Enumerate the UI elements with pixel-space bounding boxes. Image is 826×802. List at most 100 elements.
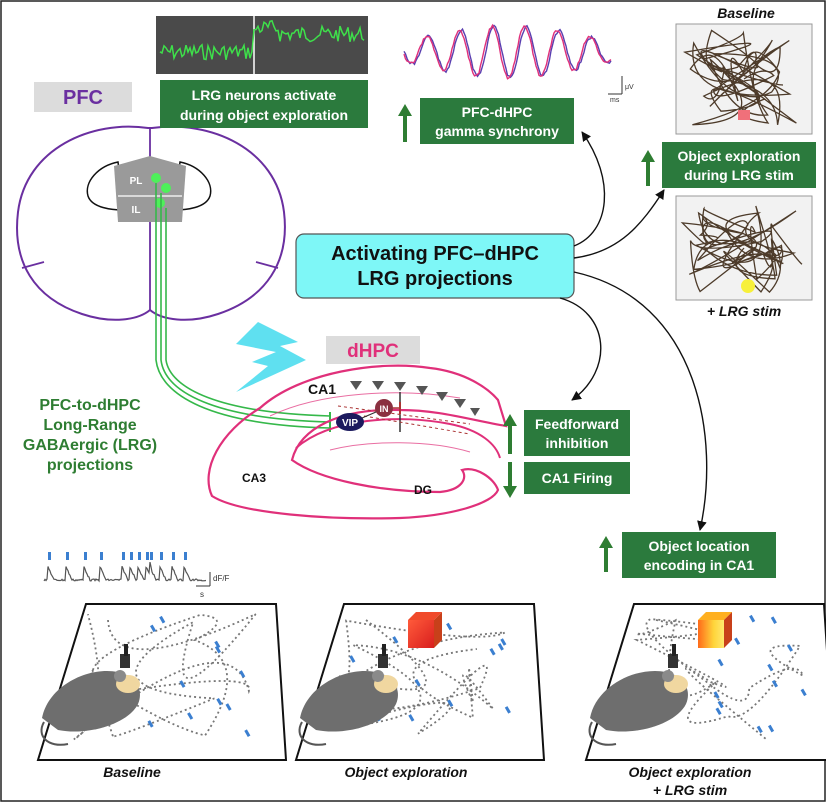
- hippocampus-outline: [207, 364, 508, 520]
- spike-mark: [244, 729, 251, 737]
- panel-object-label: Object exploration: [345, 764, 468, 780]
- spike-tick: [184, 552, 187, 560]
- spike-tick: [172, 552, 175, 560]
- spike-mark: [770, 616, 777, 624]
- spike-tick: [48, 552, 51, 560]
- spike-mark: [786, 644, 793, 652]
- mouse-icon: [40, 644, 140, 746]
- spike-tick: [150, 552, 153, 560]
- vip-label: VIP: [342, 418, 358, 429]
- spike-tick: [122, 552, 125, 560]
- lrg-projection-fibers: [155, 183, 331, 432]
- uv-unit: μV: [625, 84, 634, 91]
- spike-mark: [214, 645, 221, 654]
- svg-text:gamma synchrony: gamma synchrony: [435, 123, 559, 139]
- svg-text:encoding in CA1: encoding in CA1: [644, 557, 755, 573]
- spike-tick: [146, 552, 149, 560]
- ca1-firing-box: CA1 Firing: [503, 462, 630, 498]
- lightning-bolt-icon: [236, 322, 306, 392]
- stim-object: [741, 279, 755, 293]
- pfc-outline: [16, 125, 286, 321]
- in-label: IN: [380, 404, 389, 414]
- il-label: IL: [132, 205, 141, 216]
- gamma-lfp-trace: μV ms: [403, 23, 634, 104]
- gamma-box: PFC-dHPC gamma synchrony: [398, 98, 574, 144]
- dg-label: DG: [414, 483, 432, 497]
- svg-text:CA1 Firing: CA1 Firing: [542, 470, 613, 486]
- central-box: Activating PFC–dHPC LRG projections: [295, 233, 575, 299]
- spike-mark: [349, 655, 356, 663]
- spike-mark: [489, 648, 496, 656]
- svg-text:Feedforward: Feedforward: [535, 416, 619, 432]
- spike-mark: [414, 679, 421, 687]
- spike-mark: [717, 700, 724, 709]
- ms-unit: ms: [610, 97, 620, 104]
- bottom-arena-object: [294, 603, 546, 761]
- svg-text:PFC-dHPC: PFC-dHPC: [462, 104, 533, 120]
- central-line1: Activating PFC–dHPC: [331, 243, 539, 265]
- spike-mark: [159, 615, 166, 624]
- spike-mark: [187, 712, 194, 720]
- ca3-label: CA3: [242, 471, 266, 485]
- spike-tick: [160, 552, 163, 560]
- lrg-stim-top-label: + LRG stim: [707, 303, 781, 319]
- spike-mark: [771, 680, 778, 688]
- stim-arena: + LRG stim: [675, 195, 813, 319]
- spike-mark: [149, 624, 157, 633]
- spike-mark: [447, 699, 454, 708]
- pl-il-region: [114, 156, 186, 222]
- vip-interneuron: [336, 413, 364, 431]
- ca1-label: CA1: [308, 381, 336, 397]
- flow-arrows: [559, 131, 708, 531]
- pyramidal-cells: [350, 381, 480, 416]
- location-box: Object location encoding in CA1: [599, 532, 776, 578]
- spike-mark: [408, 714, 415, 722]
- spike-mark: [225, 703, 232, 711]
- spike-mark: [500, 638, 507, 646]
- svg-text:s: s: [200, 590, 204, 599]
- svg-text:dF/F: dF/F: [213, 574, 230, 583]
- object-block-icon: [408, 612, 442, 648]
- spike-mark: [504, 706, 511, 714]
- pfc-section: PFC PL IL: [16, 82, 286, 321]
- dhpc-section: dHPC CA1 CA3 DG VIP IN: [207, 336, 508, 520]
- mouse-icon: [298, 644, 398, 746]
- pfc-label: PFC: [63, 87, 103, 109]
- exploration-stim-box: Object exploration during LRG stim: [641, 142, 816, 188]
- spike-mark: [214, 640, 221, 649]
- down-arrow-icon: [503, 462, 517, 498]
- spike-mark: [767, 724, 775, 733]
- spike-mark: [734, 637, 741, 646]
- panel-object-stim-label: Object exploration: [629, 764, 752, 780]
- spike-mark: [713, 691, 720, 699]
- dhpc-label-bg: [326, 336, 420, 364]
- central-line2: LRG projections: [357, 268, 513, 290]
- lrg-activate-line1: LRG neurons activate: [192, 87, 337, 103]
- baseline-top-label: Baseline: [717, 5, 775, 21]
- bottom-arena-baseline: [36, 603, 288, 761]
- panel-object-stim-label-2: + LRG stim: [653, 782, 727, 798]
- spike-mark: [717, 658, 724, 667]
- spike-mark: [179, 680, 186, 688]
- pl-label: PL: [130, 176, 143, 187]
- lrg-neuron: [151, 173, 161, 183]
- spike-mark: [392, 636, 399, 644]
- svg-text:during LRG stim: during LRG stim: [684, 167, 794, 183]
- lrg-neuron: [161, 183, 171, 193]
- dhpc-label: dHPC: [347, 341, 399, 362]
- spike-mark: [756, 725, 763, 734]
- lrg-activate-line2: during object exploration: [180, 107, 348, 123]
- svg-text:inhibition: inhibition: [546, 435, 609, 451]
- spike-mark: [749, 614, 756, 623]
- svg-text:projections: projections: [47, 457, 133, 474]
- svg-text:Object exploration: Object exploration: [678, 148, 801, 164]
- svg-text:GABAergic (LRG): GABAergic (LRG): [23, 437, 157, 454]
- up-arrow-icon: [503, 414, 517, 454]
- baseline-arena: Baseline: [675, 5, 813, 135]
- baseline-object: [738, 110, 750, 120]
- lrg-neuron: [155, 198, 165, 208]
- pfc-label-bg: [34, 82, 132, 112]
- spike-mark: [767, 663, 774, 672]
- dg-arc: [295, 418, 501, 459]
